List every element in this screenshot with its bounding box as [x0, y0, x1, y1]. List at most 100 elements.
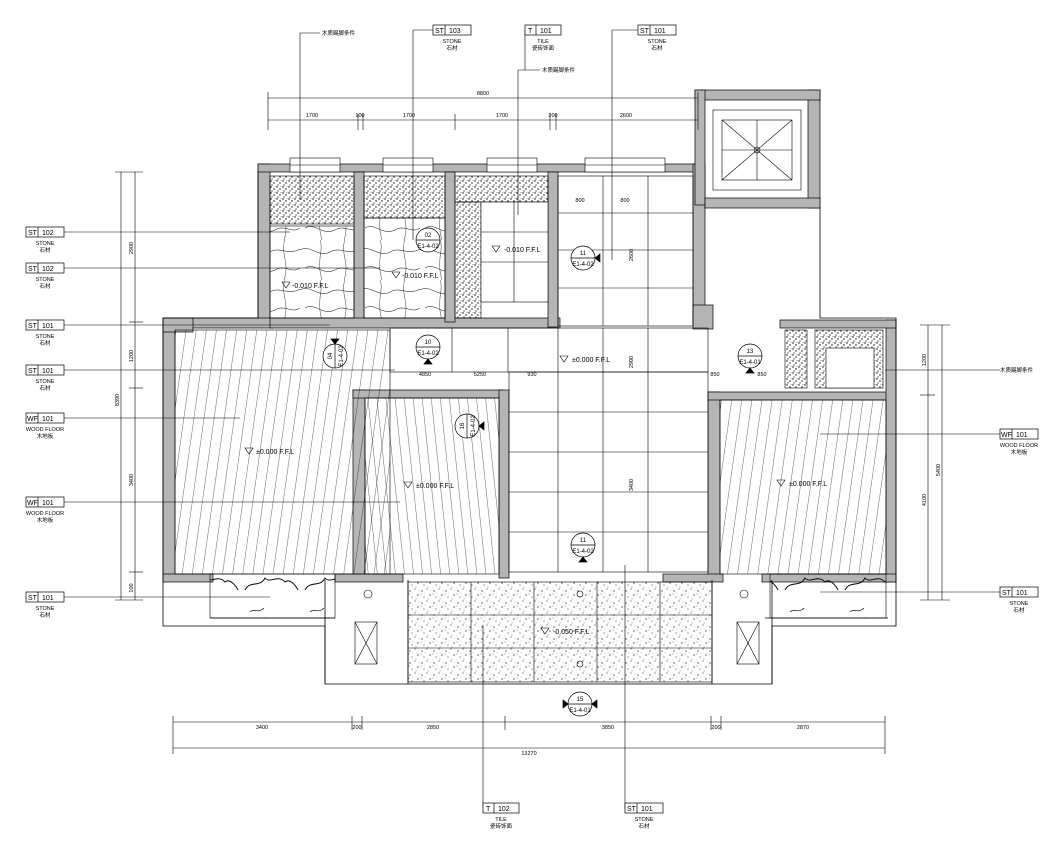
wall-bed3-left — [707, 391, 721, 579]
bath3-inner — [825, 347, 875, 389]
level-markers: -0.010 F.F.L -0.010 F.F.L -0.010 F.F.L ±… — [244, 245, 827, 636]
tag-cn: 木地板 — [37, 516, 54, 524]
dim-top-4: 1700 — [496, 113, 508, 119]
dim-left-3: 8390 — [115, 394, 121, 406]
note: 木质踢脚条件 — [542, 66, 576, 74]
top-windows — [289, 157, 666, 173]
section-marker: 11 E1-4-02 — [570, 245, 601, 271]
dim-inner-7: 800 — [575, 198, 584, 204]
dim-top-2: 100 — [355, 113, 364, 119]
wall-kitchen-right — [547, 171, 559, 328]
material-tag: T 102 TILE 瓷砖饰面 — [482, 802, 520, 830]
balcony-left — [209, 573, 336, 619]
tag-cn: 木地板 — [1011, 448, 1028, 456]
material-tag: WF 101 WOOD FLOOR 木地板 — [25, 412, 65, 440]
tag-sub: STONE — [36, 606, 55, 612]
section-ref: E1-4-02 — [417, 351, 439, 357]
section-marker: 15 E1-4-01 — [562, 691, 598, 717]
tag-code: ST — [28, 323, 38, 330]
tag-sub: STONE — [36, 277, 55, 283]
material-tag: ST 102 STONE 石材 — [25, 226, 65, 254]
tag-sub: STONE — [36, 241, 55, 247]
section-number: 16 — [460, 422, 466, 429]
tag-code: WF — [27, 416, 38, 423]
dim-inner-6: 850 — [757, 372, 766, 378]
material-tag: ST 103 STONE 石材 — [432, 24, 472, 52]
tag-cn: 石材 — [446, 44, 458, 52]
tag-sub: WOOD FLOOR — [1000, 443, 1038, 449]
dim-top-3: 1700 — [403, 113, 415, 119]
level-marker: ±0.000 F.F.L — [244, 447, 294, 456]
material-tag: ST 101 STONE 石材 — [25, 591, 65, 619]
tag-sub: STONE — [1010, 601, 1029, 607]
dim-bottom-1: 3400 — [256, 725, 268, 731]
tag-cn: 石材 — [39, 339, 51, 347]
tag-sub: WOOD FLOOR — [26, 511, 64, 517]
section-ref: E1-4-02 — [572, 549, 594, 555]
tag-cn: 石材 — [638, 822, 650, 830]
material-tag: WF 101 WOOD FLOOR 木地板 — [999, 428, 1039, 456]
wall-elevator-left — [694, 89, 706, 206]
dimension-lines — [115, 92, 950, 754]
tag-code: ST — [28, 595, 38, 602]
wall-bed2-right — [498, 389, 510, 579]
wall-right-notch — [692, 304, 714, 330]
dim-bottom-4: 3850 — [602, 725, 614, 731]
tag-sub: STONE — [36, 379, 55, 385]
wall-bath-divider — [353, 171, 365, 323]
bedroom3-wood — [719, 399, 887, 575]
section-number: 10 — [425, 340, 432, 346]
dim-left-2: 1200 — [129, 350, 135, 362]
bath1-floor — [269, 225, 355, 319]
material-tag: ST 101 STONE 石材 — [624, 802, 664, 830]
level-marker: ±0.000 F.F.L — [403, 481, 454, 490]
dim-inner-4: 2600 — [629, 249, 635, 261]
wall-bed3-top — [707, 391, 889, 401]
tag-number: 101 — [1016, 590, 1028, 597]
section-markers: 11 E1-4-02 10 E1-4-02 04 E1-4-02 16 E1-4… — [322, 227, 763, 717]
tag-number: 103 — [449, 28, 461, 35]
wall-bath-bottom — [269, 317, 561, 329]
tag-code: ST — [28, 230, 38, 237]
tag-sub: TILE — [537, 39, 549, 45]
section-marker: 11 E1-4-02 — [570, 532, 596, 563]
material-tag: ST 101 STONE 石材 — [637, 24, 677, 52]
wall-bottom-mid1 — [334, 573, 404, 583]
material-tags: ST 102 STONE 石材 ST 102 STONE 石材 ST 101 S… — [25, 24, 1039, 830]
dim-inner-1: 4850 — [419, 372, 431, 378]
dim-right-1: 1200 — [922, 354, 928, 366]
section-marker: 04 E1-4-02 — [322, 338, 348, 369]
tag-number: 101 — [42, 368, 54, 375]
level-marker: -0.050 F.F.L — [540, 627, 590, 636]
bedroom1-wood — [174, 329, 391, 575]
tag-code: ST — [627, 806, 637, 813]
level-label: ±0.000 F.F.L — [572, 357, 610, 364]
material-tag: ST 101 STONE 石材 — [999, 586, 1039, 614]
dim-inner-9: 3400 — [629, 479, 635, 491]
tag-cn: 木地板 — [37, 432, 54, 440]
tag-code: WF — [1001, 432, 1012, 439]
wall-bottom-mid2 — [662, 573, 724, 583]
dim-bottom-6: 2870 — [797, 725, 809, 731]
dim-top-1: 1700 — [306, 113, 318, 119]
tag-number: 102 — [42, 230, 54, 237]
dim-right-3: 4100 — [922, 494, 928, 506]
tag-sub: WOOD FLOOR — [26, 427, 64, 433]
dim-inner-2: 5250 — [474, 372, 486, 378]
bath3-floor — [784, 329, 808, 389]
room-fills — [174, 175, 887, 683]
dim-inner-8: 800 — [620, 198, 629, 204]
section-number: 13 — [747, 349, 754, 355]
dim-left-4: 3400 — [129, 474, 135, 486]
tag-code: WF — [27, 500, 38, 507]
level-marker: ±0.000 F.F.L — [776, 479, 827, 488]
section-ref: E1-4-02 — [339, 345, 345, 367]
section-number: 15 — [577, 697, 584, 703]
dim-bottom-3: 2850 — [427, 725, 439, 731]
tag-number: 102 — [42, 266, 54, 273]
tag-code: T — [486, 806, 491, 813]
wall-elevator-right — [807, 89, 821, 209]
material-tag: ST 102 STONE 石材 — [25, 262, 65, 290]
dim-left-5: 100 — [129, 583, 135, 592]
